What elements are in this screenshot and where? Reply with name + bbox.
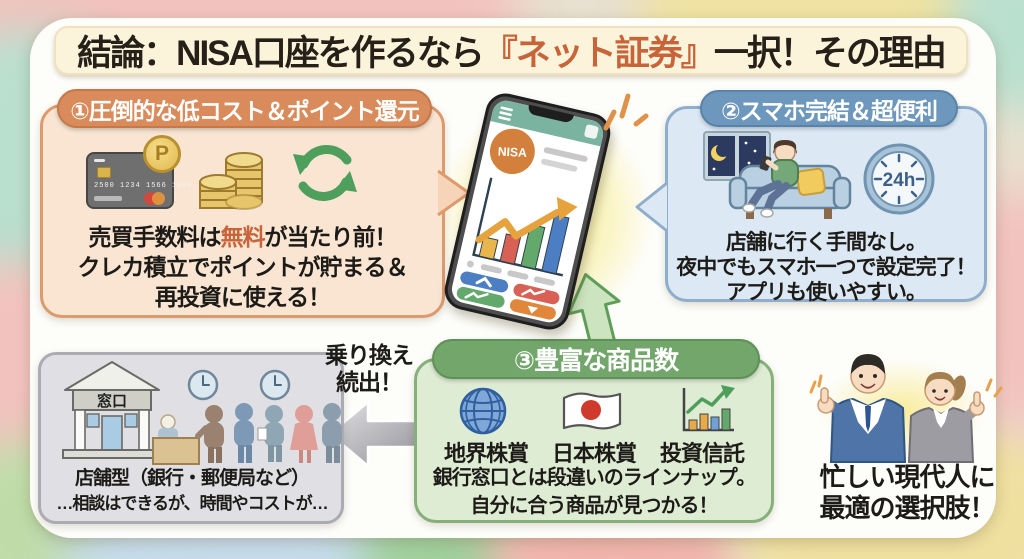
switching-line2: 続出！	[336, 369, 403, 395]
bank-sign-label: 窓口	[97, 392, 127, 410]
conclusion-text: 忙しい現代人に 最適の選択肢！	[808, 462, 1006, 524]
reason1-free-accent: 無料	[220, 224, 266, 250]
reason1-text: 売買手数料は無料が当たり前！ クレカ積立でポイントが貯まる＆ 再投資に使える！	[45, 222, 440, 312]
reason3-header: ③豊富な商品数	[432, 339, 760, 379]
title-accent: 『ネット証券』	[482, 34, 716, 73]
coins-icon	[199, 152, 263, 210]
wall-clock-icon-2	[259, 369, 291, 401]
page-title: 結論：NISA口座を作るなら『ネット証券』一択！その理由	[77, 34, 947, 73]
reason2-text: 店舗に行く手間なし。 夜中でもスマホ一つで設定完了！ アプリも使いやすい。	[668, 230, 984, 305]
reason1-line2: クレカ積立でポイントが貯まる＆	[77, 254, 409, 280]
title-bar: 結論：NISA口座を作るなら『ネット証券』一択！その理由	[54, 26, 968, 75]
reason1-line1: 売買手数料は無料が当たり前！	[88, 224, 398, 250]
store-line2: …相談はできるが、時間やコストが…	[56, 494, 328, 513]
label-japan-stocks: 日本株賞	[551, 441, 637, 466]
clock-24h-label: 24h	[883, 170, 916, 191]
japan-flag-icon	[562, 392, 622, 430]
reason2-tail	[635, 181, 668, 233]
wall-clock-icon	[187, 369, 219, 401]
reason3-line2: 自分に合う商品が見つかる！	[470, 495, 719, 517]
reason3-line1: 銀行窓口とは段違いのラインナップ。	[432, 467, 756, 489]
clock-24h-icon: 24h	[863, 143, 935, 215]
card-logo-dash	[94, 159, 105, 162]
reason3-text: 銀行窓口とは段違いのラインナップ。 自分に合う商品が見つかる！	[412, 464, 776, 520]
conclusion-line1: 忙しい現代人に	[819, 462, 995, 492]
label-world-stocks: 地界株賞	[443, 441, 529, 466]
reason1-line3: 再投資に使える！	[154, 284, 331, 310]
investment-chart-icon	[682, 385, 735, 432]
reason3-labels: 地界株賞 日本株賞 投資信託	[414, 436, 774, 468]
recycle-icon	[293, 145, 357, 201]
nisa-badge-label: NISA	[497, 145, 527, 161]
store-text: 店舗型（銀行・郵便局など） …相談はできるが、時間やコストが…	[42, 466, 342, 516]
reason2-line3: アプリも使いやすい。	[726, 281, 927, 304]
switching-line1: 乗り換え	[325, 342, 414, 368]
reason2-line2: 夜中でもスマホ一つで設定完了！	[676, 256, 976, 279]
reason2-line1: 店舗に行く手間なし。	[726, 231, 927, 254]
couch-person-icon	[728, 140, 852, 219]
label-investment-trust: 投資信託	[660, 441, 745, 466]
sparkle-left	[809, 374, 823, 394]
store-line1: 店舗型（銀行・郵便局など）	[74, 468, 310, 489]
conclusion-line2: 最適の選択肢！	[819, 493, 995, 523]
card-chip	[97, 167, 111, 178]
point-coin-icon: P	[143, 135, 181, 173]
sparkle-marks	[603, 93, 649, 131]
card-circle-orange	[152, 192, 165, 205]
switching-note: 乗り換え 続出！	[316, 342, 422, 396]
card-number: 2500 1234 1566 1000	[94, 182, 193, 190]
businesspeople-icon	[809, 354, 1003, 463]
reason2-header: ②スマホ完結＆超便利	[700, 90, 958, 127]
globe-icon	[459, 387, 507, 435]
queue-icon	[152, 403, 342, 465]
reason1-header: ①圧倒的な低コスト＆ポイント還元	[57, 89, 432, 128]
bank-icon: 窓口	[62, 361, 162, 459]
card-stripe	[94, 196, 122, 201]
sparkle-right	[985, 378, 1003, 398]
